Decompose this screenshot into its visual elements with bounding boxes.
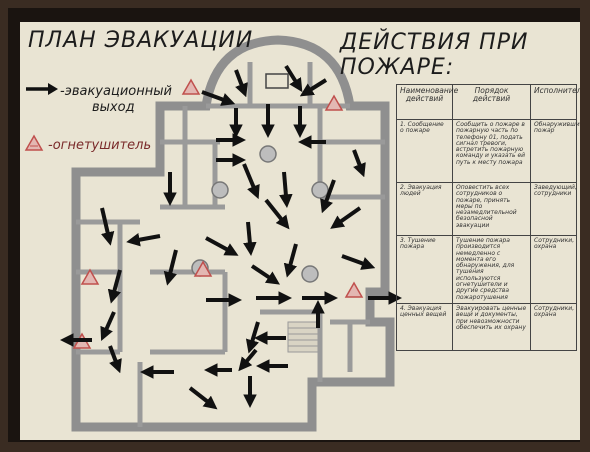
fire-actions-table: Наименование действий Порядок действий И… <box>396 84 580 351</box>
evac-arrow <box>100 311 116 341</box>
plan-title: ПЛАН ЭВАКУАЦИИ <box>28 28 254 53</box>
order-cell: Эвакуировать ценные вещи и документы, пр… <box>452 302 531 351</box>
actions-title: ДЕЙСТВИЯ ПРИ ПОЖАРЕ: <box>340 30 529 80</box>
evac-arrow <box>108 345 122 374</box>
action-cell: 4. Эвакуация ценных вещей <box>396 302 453 351</box>
action-cell: 2. Эвакуация людей <box>396 182 453 236</box>
floor-plan <box>24 35 402 432</box>
stairwell <box>287 321 319 353</box>
table-row: 4. Эвакуация ценных вещей Эвакуировать ц… <box>396 302 577 351</box>
evacuation-arrows <box>60 64 402 410</box>
evac-arrow <box>243 221 257 256</box>
extinguisher-icon <box>193 260 213 277</box>
frame-mat: ПЛАН ЭВАКУАЦИИ ДЕЙСТВИЯ ПРИ ПОЖАРЕ: -эва… <box>8 8 580 442</box>
evac-arrow <box>245 321 260 354</box>
evac-arrow <box>320 179 336 214</box>
executor-cell: Обнаруживший пожар <box>530 119 580 183</box>
table-row: 2. Эвакуация людей Оповестить всех сотру… <box>396 182 577 236</box>
evac-arrow <box>352 149 366 178</box>
legend-extinguisher-label: -огнетушитель <box>48 138 152 153</box>
evac-arrow <box>242 163 260 200</box>
evac-arrow <box>279 171 293 208</box>
evac-arrow <box>234 69 248 98</box>
header-executor: Исполнитель <box>530 84 580 120</box>
executor-cell: Сотрудники, охрана <box>530 235 577 304</box>
legend-exit-label-2: выход <box>92 100 135 115</box>
evac-arrow <box>299 78 328 97</box>
evac-arrow <box>201 90 236 106</box>
evac-arrow <box>126 233 161 247</box>
order-cell: Оповестить всех сотрудников о пожаре, пр… <box>452 182 531 236</box>
extinguisher-icon <box>324 94 344 111</box>
action-cell: 3. Тушение пожара <box>396 235 453 304</box>
evac-arrow <box>264 198 290 230</box>
evac-arrow <box>205 236 239 256</box>
building-walls <box>71 35 395 432</box>
evac-arrow <box>330 206 362 229</box>
extinguisher-icon <box>344 281 364 298</box>
evacuation-plan-paper: ПЛАН ЭВАКУАЦИИ ДЕЙСТВИЯ ПРИ ПОЖАРЕ: -эва… <box>20 22 580 440</box>
evac-arrow <box>163 249 178 286</box>
evac-arrow <box>341 254 376 270</box>
extinguisher-icon <box>181 78 201 95</box>
table-row: 3. Тушение пожара Тушение пожара произво… <box>396 235 577 304</box>
order-cell: Тушение пожара производится немедленно с… <box>452 235 531 304</box>
evac-arrow <box>238 348 258 372</box>
evac-arrow <box>250 264 280 285</box>
legend-extinguisher-icon <box>24 134 44 151</box>
extinguisher-icon <box>80 268 100 285</box>
legend-exit-label: -эвакуационный <box>60 84 172 99</box>
order-cell: Сообщить о пожаре в пожарную часть по те… <box>452 119 531 183</box>
evac-arrow <box>107 269 122 304</box>
executor-cell: Заведующий, сотрудники <box>530 182 577 236</box>
table-row: 1. Сообщение о пожаре Сообщить о пожаре … <box>396 119 580 183</box>
executor-cell: Сотрудники, охрана <box>530 302 577 351</box>
evac-arrow <box>283 243 298 278</box>
legend-exit-arrow-icon <box>26 83 58 95</box>
evac-arrow <box>100 207 115 246</box>
interior-walls <box>76 62 385 427</box>
header-actions: Наименование действий <box>396 84 458 120</box>
action-cell: 1. Сообщение о пожаре <box>396 119 453 183</box>
header-order: Порядок действий <box>452 84 531 120</box>
evac-arrow <box>284 64 303 93</box>
evac-arrow <box>188 386 218 410</box>
